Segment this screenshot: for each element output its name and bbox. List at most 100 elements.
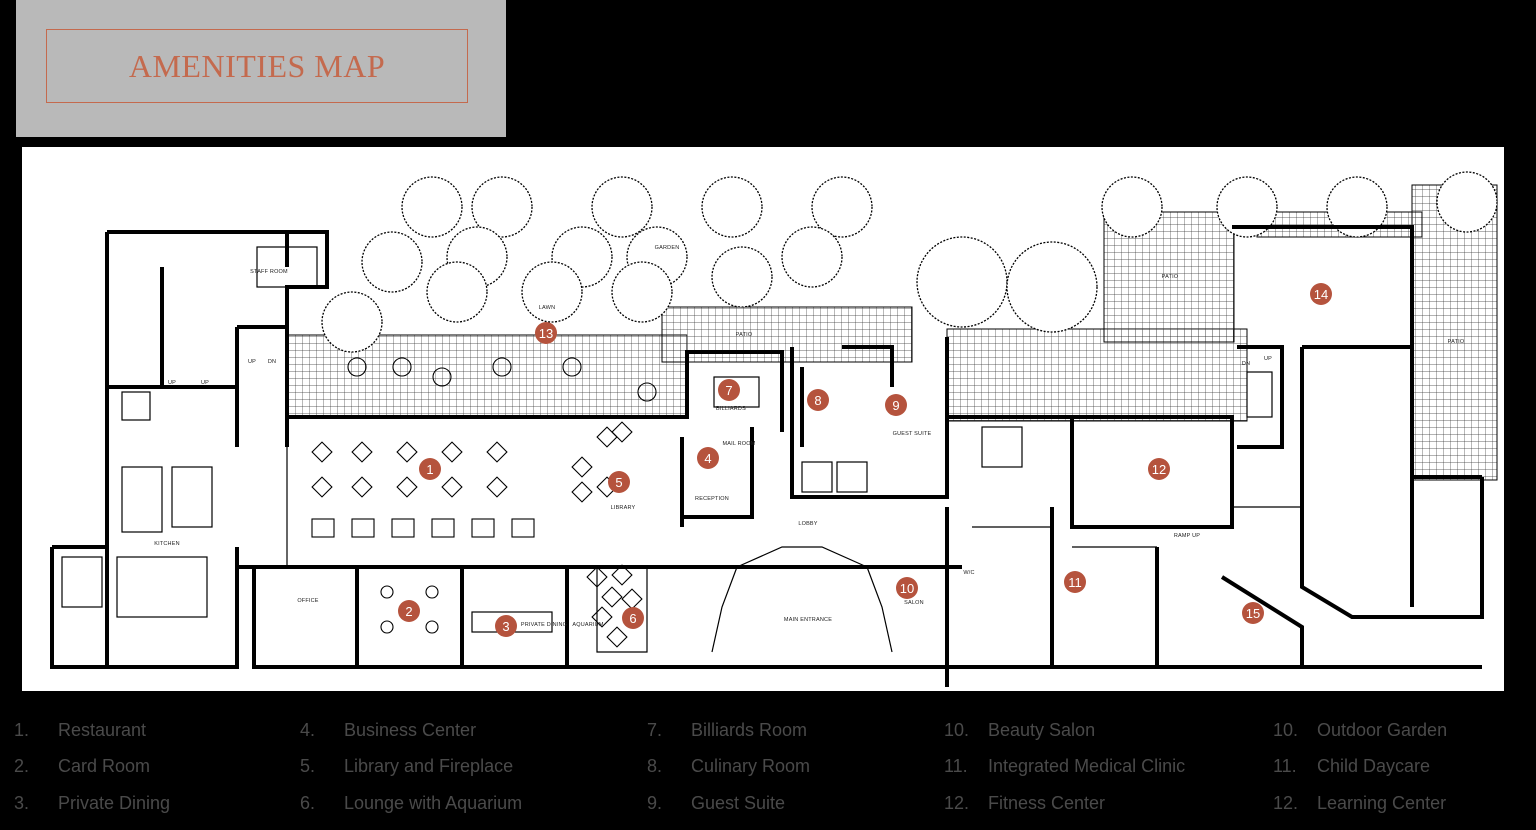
legend-label: Outdoor Garden (1317, 719, 1448, 740)
legend-item: 5. Library and Fireplace (300, 749, 522, 786)
legend-number: 3. (14, 792, 30, 813)
room-label-wc: W/C (963, 570, 975, 576)
legend-item: 1.Restaurant (14, 712, 170, 749)
legend-item: 9.Guest Suite (647, 785, 810, 822)
card-table-icon (380, 620, 394, 634)
amenity-marker-4[interactable]: 4 (697, 447, 719, 469)
table-icon (571, 481, 593, 503)
booth-icon (391, 518, 415, 538)
furniture (311, 357, 657, 648)
table-icon (621, 588, 643, 610)
table-icon (601, 586, 623, 608)
amenity-marker-13[interactable]: 13 (535, 322, 557, 344)
room-label-main-entrance: MAIN ENTRANCE (783, 617, 833, 623)
legend-label: Child Daycare (1317, 756, 1431, 777)
legend-number: 12. (1273, 792, 1299, 813)
amenity-marker-5[interactable]: 5 (608, 471, 630, 493)
legend-label: Guest Suite (691, 792, 786, 813)
room-label-library: LIBRARY (610, 505, 636, 511)
legend-label: Culinary Room (691, 756, 811, 777)
tree-icon (916, 236, 1008, 328)
room-label-dn-2: DN (1241, 361, 1251, 367)
tree-icon (401, 176, 463, 238)
room-label-staff-room: STAFF ROOM (250, 269, 288, 275)
amenity-marker-8[interactable]: 8 (807, 389, 829, 411)
legend-column: 4. Business Center 5. Library and Fireplace… (300, 712, 522, 822)
amenity-marker-2[interactable]: 2 (398, 600, 420, 622)
legend-number: 4. (300, 719, 316, 740)
room-label-aquarium: AQUARIUM (572, 622, 604, 628)
legend-item: 6. Lounge with Aquarium (300, 785, 522, 822)
tree-icon (361, 231, 423, 293)
floor-plan (50, 171, 1498, 687)
amenity-marker-14[interactable]: 14 (1310, 283, 1332, 305)
legend-item: 2.Card Room (14, 749, 170, 786)
legend-label: Business Center (344, 719, 477, 740)
table-icon (606, 626, 628, 648)
table-icon (611, 421, 633, 443)
legend-item: 11.Integrated Medical Clinic (944, 749, 1185, 786)
table-icon (586, 566, 608, 588)
room-label-billiards: BILLIARDS (716, 406, 746, 412)
room-label-up-3: UP (200, 380, 210, 386)
garden-trees (321, 171, 1498, 353)
legend-item: 7.Billiards Room (647, 712, 810, 749)
patio-table-icon (432, 367, 452, 387)
amenity-marker-1[interactable]: 1 (419, 458, 441, 480)
amenity-marker-11[interactable]: 11 (1064, 571, 1086, 593)
table-icon (486, 476, 508, 498)
room-label-garden: GARDEN (654, 245, 680, 251)
legend-label: Beauty Salon (988, 719, 1096, 740)
amenity-marker-15[interactable]: 15 (1242, 602, 1264, 624)
room-label-kitchen: KITCHEN (154, 541, 180, 547)
patio-table-icon (637, 382, 657, 402)
room-label-office: OFFICE (297, 598, 319, 604)
legend-label: Learning Center (1317, 792, 1447, 813)
legend-item: 8.Culinary Room (647, 749, 810, 786)
tree-icon (1326, 176, 1388, 238)
legend-label: Fitness Center (988, 792, 1106, 813)
legend-label: Integrated Medical Clinic (988, 756, 1186, 777)
tree-icon (711, 246, 773, 308)
room-label-up-4: UP (1263, 356, 1273, 362)
room-label-reception: RECEPTION (695, 496, 729, 502)
room-label-guest-suite: GUEST SUITE (892, 431, 932, 437)
amenity-marker-12[interactable]: 12 (1148, 458, 1170, 480)
legend-label: Library and Fireplace (344, 756, 514, 777)
room-label-ramp-up: RAMP UP (1173, 533, 1201, 539)
legend-item: 10.Beauty Salon (944, 712, 1185, 749)
booth-icon (511, 518, 535, 538)
room-label-private-dining: PRIVATE DINING (520, 622, 568, 628)
table-icon (396, 441, 418, 463)
table-icon (611, 564, 633, 586)
title-banner: AMENITIES MAP (16, 0, 506, 137)
table-icon (441, 441, 463, 463)
amenity-marker-6[interactable]: 6 (622, 607, 644, 629)
legend-number: 5. (300, 756, 316, 777)
legend-item: 3.Private Dining (14, 785, 170, 822)
room-label-up-1: UP (247, 359, 257, 365)
tree-icon (471, 176, 533, 238)
amenity-marker-9[interactable]: 9 (885, 394, 907, 416)
tree-icon (591, 176, 653, 238)
legend-number: 6. (300, 792, 316, 813)
table-icon (311, 441, 333, 463)
room-label-lawn: LAWN (538, 305, 556, 311)
tree-icon (611, 261, 673, 323)
tree-icon (701, 176, 763, 238)
room-label-dn-1: DN (267, 359, 277, 365)
room-label-lobby: LOBBY (798, 521, 818, 527)
legend-number: 2. (14, 756, 30, 777)
amenity-marker-3[interactable]: 3 (495, 615, 517, 637)
booth-icon (351, 518, 375, 538)
patio-table-icon (562, 357, 582, 377)
legend-label: Lounge with Aquarium (344, 792, 523, 813)
tree-icon (1101, 176, 1163, 238)
table-icon (351, 476, 373, 498)
amenity-marker-10[interactable]: 10 (896, 577, 918, 599)
amenity-marker-7[interactable]: 7 (718, 379, 740, 401)
